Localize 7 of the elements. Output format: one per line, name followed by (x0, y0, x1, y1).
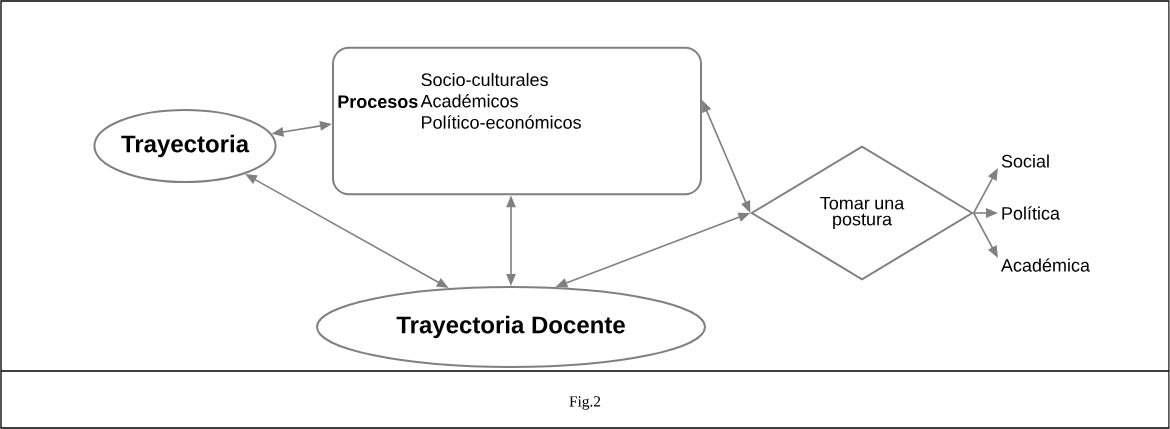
outcome-label: Social (1001, 154, 1049, 168)
outcome-label: Académica (1001, 258, 1090, 272)
figure-caption: Fig.2 (569, 396, 601, 410)
outcome-label: Política (1002, 206, 1060, 220)
ellipse-node: Trayectoria (93, 109, 277, 183)
process-box: Procesos Socio-culturales Académicos Político-económicos (332, 46, 702, 196)
ellipse-node: Trayectoria Docente (316, 286, 706, 368)
